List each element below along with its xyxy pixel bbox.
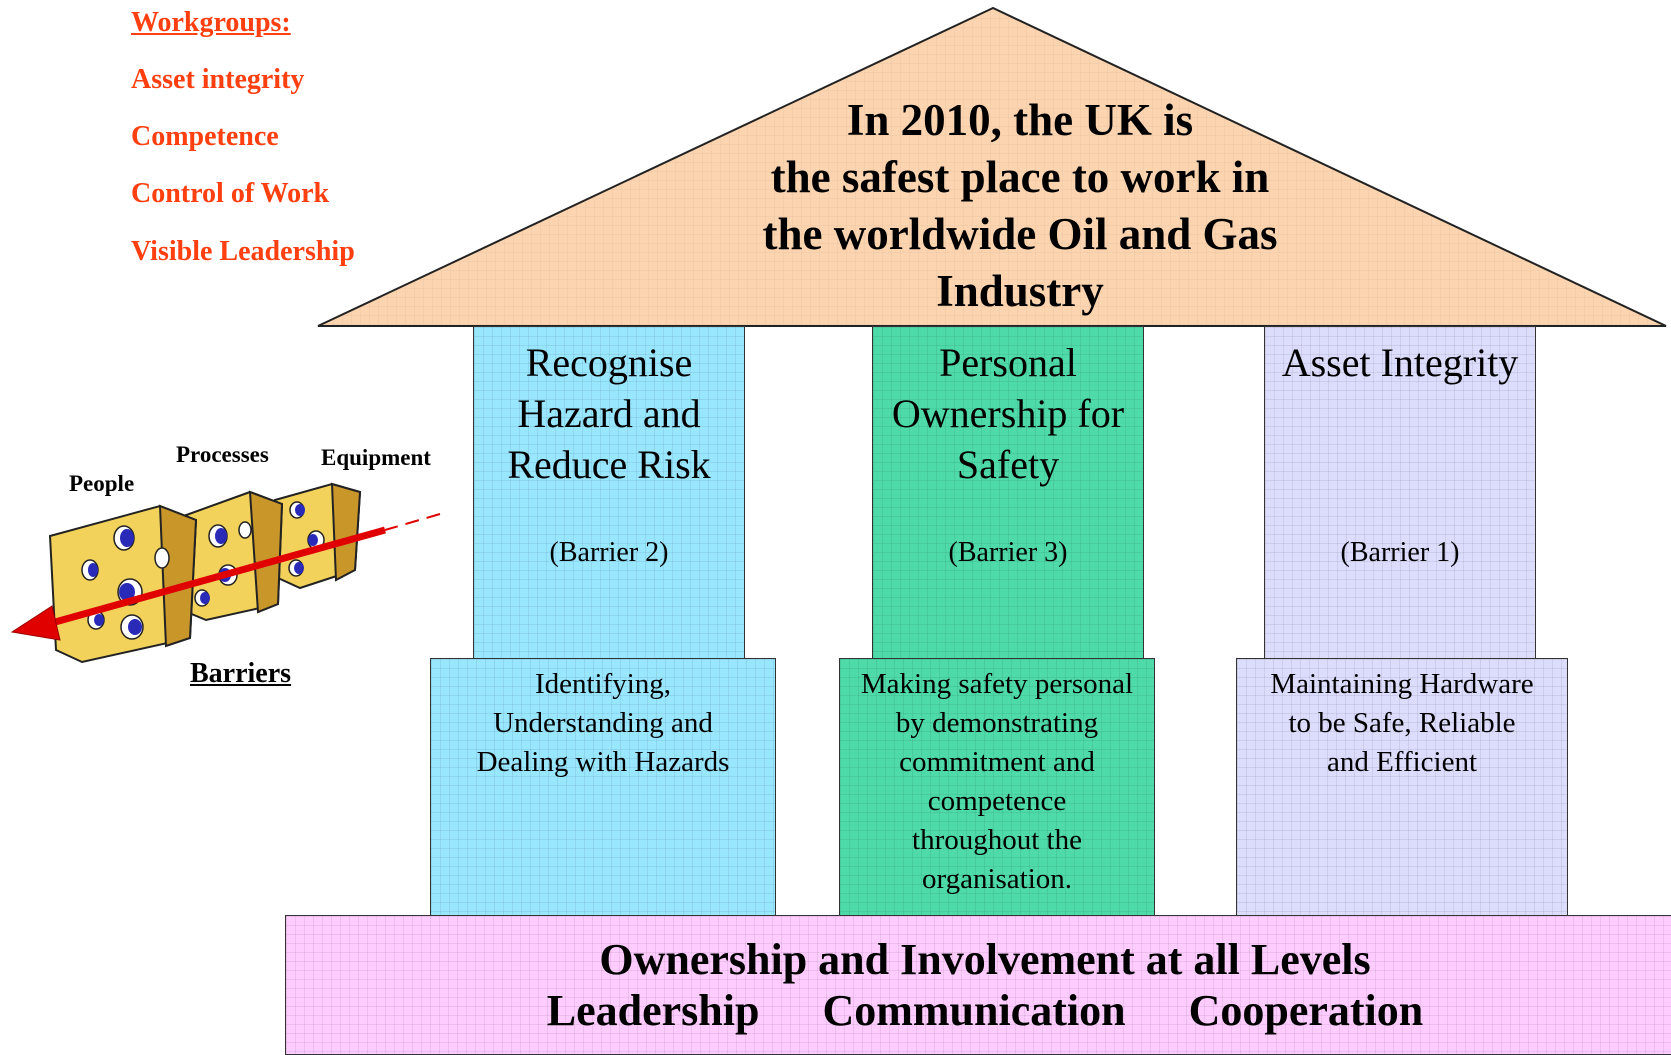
- roof-line: the worldwide Oil and Gas: [762, 209, 1278, 259]
- workgroups-heading: Workgroups:: [131, 7, 291, 38]
- cheese-slice-equipment: [273, 482, 362, 590]
- foundation-block: Ownership and Involvement at all Levels …: [285, 915, 1671, 1055]
- pillar-title-line: Hazard and: [517, 391, 701, 436]
- pillar-base-safety-personal: Making safety personal by demonstrating …: [839, 658, 1155, 918]
- roof-line: Industry: [936, 266, 1104, 316]
- base-line: to be Safe, Reliable: [1288, 707, 1516, 739]
- base-line: Understanding and: [493, 707, 713, 739]
- hazard-trajectory-line: [384, 513, 441, 531]
- base-line: Maintaining Hardware: [1270, 668, 1534, 700]
- roof-vision-statement: In 2010, the UK is the safest place to w…: [700, 92, 1340, 320]
- base-line: organisation.: [921, 863, 1073, 895]
- foundation-value: Leadership: [546, 986, 760, 1035]
- base-line: throughout the: [912, 824, 1082, 856]
- foundation-value: Cooperation: [1188, 986, 1424, 1035]
- base-line: commitment and: [899, 746, 1095, 778]
- pillar-recognise-hazard: Recognise Hazard and Reduce Risk (Barrie…: [473, 326, 745, 660]
- pillar-base-hardware: Maintaining Hardware to be Safe, Reliabl…: [1236, 658, 1568, 918]
- workgroup-item: Visible Leadership: [131, 236, 355, 267]
- cheese-label-processes: Processes: [176, 442, 269, 467]
- cheese-label-people: People: [69, 471, 135, 496]
- workgroup-item: Asset integrity: [131, 64, 305, 95]
- cheese-label-equipment: Equipment: [321, 445, 431, 470]
- base-line: competence: [927, 785, 1067, 817]
- pillar-barrier-label: (Barrier 3): [948, 537, 1068, 568]
- base-line: and Efficient: [1326, 746, 1478, 778]
- pillar-title-line: Reduce Risk: [507, 442, 711, 487]
- workgroup-item: Control of Work: [131, 178, 330, 209]
- foundation-values: Leadership Communication Cooperation: [286, 986, 1671, 1036]
- pillar-base-hazards: Identifying, Understanding and Dealing w…: [430, 658, 776, 918]
- workgroup-item: Competence: [131, 121, 279, 152]
- pillar-title-line: Asset Integrity: [1281, 340, 1519, 385]
- base-line: Dealing with Hazards: [476, 746, 730, 778]
- swiss-cheese-barriers-graphic: [10, 482, 441, 664]
- pillar-title: Personal Ownership for Safety: [873, 337, 1143, 490]
- roof-line: In 2010, the UK is: [846, 95, 1194, 145]
- pillar-title-line: Ownership for: [891, 391, 1125, 436]
- pillar-asset-integrity: Asset Integrity (Barrier 1): [1264, 326, 1536, 660]
- base-line: Making safety personal: [860, 668, 1134, 700]
- barriers-caption: Barriers: [190, 658, 292, 689]
- pillar-title-line: Personal: [939, 340, 1077, 385]
- cheese-slice-people: [48, 504, 198, 664]
- pillar-title: Asset Integrity: [1265, 337, 1535, 388]
- pillar-barrier-label: (Barrier 2): [549, 537, 669, 568]
- foundation-title: Ownership and Involvement at all Levels: [599, 935, 1371, 984]
- pillar-title-line: Safety: [956, 442, 1060, 487]
- pillar-title: Recognise Hazard and Reduce Risk: [474, 337, 744, 490]
- hazard-arrow: [10, 526, 386, 641]
- base-line: Identifying,: [534, 668, 672, 700]
- pillar-title-line: Recognise: [525, 340, 693, 385]
- foundation-value: Communication: [822, 986, 1126, 1035]
- roof-line: the safest place to work in: [770, 152, 1270, 202]
- pillar-barrier-label: (Barrier 1): [1340, 537, 1460, 568]
- pillar-personal-ownership: Personal Ownership for Safety (Barrier 3…: [872, 326, 1144, 660]
- base-line: by demonstrating: [895, 707, 1099, 739]
